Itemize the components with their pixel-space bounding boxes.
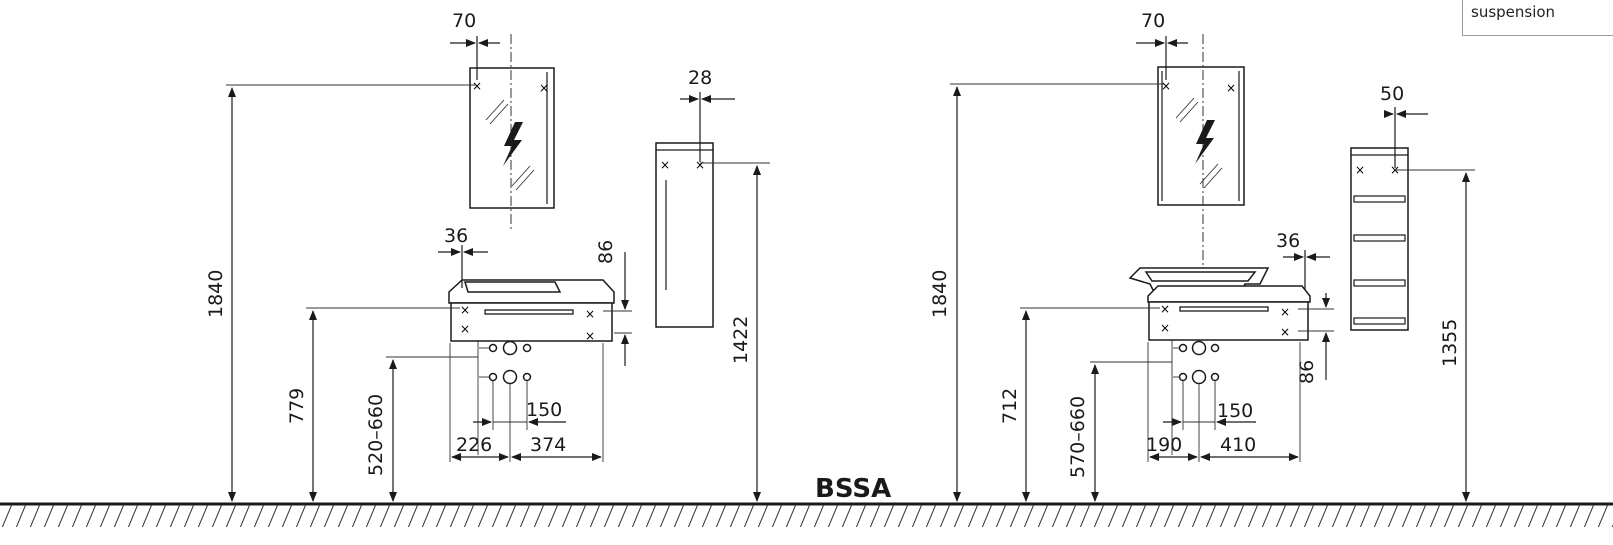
right-set: × × 70 1840 × × 50 1355	[929, 10, 1475, 502]
right-top-thickness-label: 86	[1296, 360, 1318, 384]
right-drain-right-label: 410	[1220, 434, 1256, 456]
svg-text:×: ×	[1280, 325, 1290, 339]
suspension-note-box: suspension	[1462, 0, 1613, 36]
left-mirror: × ×	[469, 34, 555, 232]
left-cabinet-height-label: 1422	[730, 316, 752, 364]
right-mirror-height-label: 1840	[929, 270, 951, 318]
right-basin-height-label: 712	[999, 388, 1021, 424]
left-plumbing	[386, 340, 604, 462]
left-drain-right-label: 374	[530, 434, 566, 456]
left-tall-cabinet: × ×	[655, 142, 714, 328]
left-set: × × 70 1840 × × 28 1422	[205, 10, 770, 502]
svg-text:×: ×	[539, 81, 549, 95]
right-mirror-width-label: 70	[1141, 10, 1165, 32]
left-vanity: × × × ×	[448, 279, 615, 343]
right-drain-left-label: 190	[1146, 434, 1182, 456]
left-pipe-spacing-label: 150	[526, 399, 562, 421]
right-pipe-spacing-label: 150	[1217, 400, 1253, 422]
svg-text:×: ×	[695, 158, 705, 172]
left-mirror-height-label: 1840	[205, 270, 227, 318]
right-plumbing	[1090, 340, 1301, 462]
right-shelf-height-label: 1355	[1439, 319, 1461, 367]
left-mirror-mount-mark: ×	[472, 79, 482, 93]
svg-text:×: ×	[460, 303, 470, 317]
left-top-thickness-label: 86	[595, 240, 617, 264]
suspension-note-text: suspension	[1471, 3, 1556, 21]
left-pipe-height-label: 520–660	[365, 394, 387, 476]
left-shelf-depth-label: 28	[688, 67, 712, 89]
svg-text:×: ×	[585, 329, 595, 343]
right-open-shelf: × ×	[1350, 147, 1409, 331]
right-mirror: × ×	[1157, 34, 1245, 268]
lightning-icon	[503, 122, 523, 166]
left-basin-depth-label: 36	[444, 225, 468, 247]
svg-text:×: ×	[1160, 302, 1170, 316]
floor	[0, 502, 1613, 527]
svg-text:×: ×	[585, 307, 595, 321]
svg-text:×: ×	[1280, 305, 1290, 319]
right-basin-depth-label: 36	[1276, 230, 1300, 252]
right-pipe-height-label: 570–660	[1067, 396, 1089, 478]
drawing-title: BSSA	[815, 474, 891, 504]
svg-text:×: ×	[660, 158, 670, 172]
svg-text:×: ×	[460, 322, 470, 336]
left-basin-height-label: 779	[286, 388, 308, 424]
svg-text:×: ×	[1160, 321, 1170, 335]
svg-text:×: ×	[1161, 79, 1171, 93]
left-drain-left-label: 226	[456, 434, 492, 456]
right-shelf-depth-label: 50	[1380, 83, 1404, 105]
right-vanity: × × × ×	[1128, 267, 1311, 341]
svg-text:×: ×	[1226, 81, 1236, 95]
lightning-icon	[1195, 120, 1215, 164]
svg-text:×: ×	[1355, 163, 1365, 177]
left-mirror-width-label: 70	[452, 10, 476, 32]
